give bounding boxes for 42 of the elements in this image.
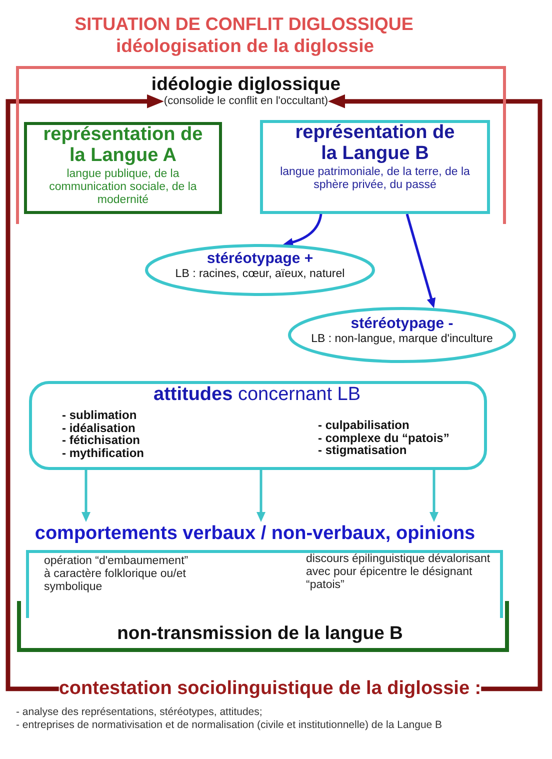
rounded-box	[29, 381, 487, 470]
ellipse	[288, 307, 516, 363]
list-item: - stigmatisation	[318, 444, 407, 456]
list-item: - mythification	[62, 446, 144, 459]
list-item: - fétichisation	[62, 434, 140, 446]
list-item: - complexe du “patois”	[318, 432, 450, 444]
arrow	[82, 470, 90, 522]
box-description: langue publique, de la communication sociale, de la modernité	[48, 168, 198, 208]
note: - analyse des représentations, stéréotypes, attitudes;	[16, 706, 262, 718]
open-frame	[16, 66, 506, 224]
open-frame	[17, 601, 509, 652]
arrow	[6, 94, 164, 692]
box-heading: représentation de la Langue B	[294, 123, 456, 165]
arrow	[406, 214, 436, 308]
list-item: - idéalisation	[62, 422, 136, 434]
arrow	[256, 470, 266, 522]
box-description: langue patrimoniale, de la terre, de la sphère privée, du passé	[279, 166, 471, 192]
section-heading: comportements verbaux / non-verbaux, opinions	[34, 523, 476, 545]
ellipse-text: LB : non-langue, marque d'inculture	[311, 333, 493, 346]
ellipse-text: LB : racines, cœur, aïeux, naturel	[175, 268, 345, 282]
frame-heading: idéologie diglossique	[151, 73, 341, 94]
arrow	[283, 214, 322, 247]
heading: contestation sociolinguistique de la diglossie :	[58, 678, 482, 700]
ellipse-heading: stéréotypage +	[206, 250, 314, 268]
arrow	[328, 94, 542, 692]
frame-heading: non-transmission de la langue B	[117, 622, 403, 644]
concept-box	[260, 120, 490, 214]
concept-box	[24, 122, 222, 214]
note: - entreprises de normativisation et de normalisation (civile et institutionnelle) de la Langue B	[16, 719, 442, 732]
ellipse	[145, 244, 375, 296]
subtitle: idéologisation de la diglossie	[116, 35, 374, 56]
frame-note: (consolide le conflit en l'occultant)	[164, 95, 328, 108]
box-heading: représentation de la Langue A	[42, 125, 204, 167]
bracket-frame	[26, 522, 503, 618]
body-text: opération “d'embaumement” à caractère folklorique ou/et symbolique	[44, 555, 190, 595]
arrow	[430, 470, 438, 522]
body-text: discours épilinguistique dévalorisant avec pour épicentre le désignant “patois”	[306, 553, 491, 593]
list-item: - sublimation	[62, 409, 137, 422]
list-item: - culpabilisation	[318, 419, 410, 432]
title: SITUATION DE CONFLIT DIGLOSSIQUE	[74, 14, 414, 35]
box-heading: attitudes concernant LB	[154, 384, 360, 406]
ellipse-heading: stéréotypage -	[350, 315, 454, 332]
